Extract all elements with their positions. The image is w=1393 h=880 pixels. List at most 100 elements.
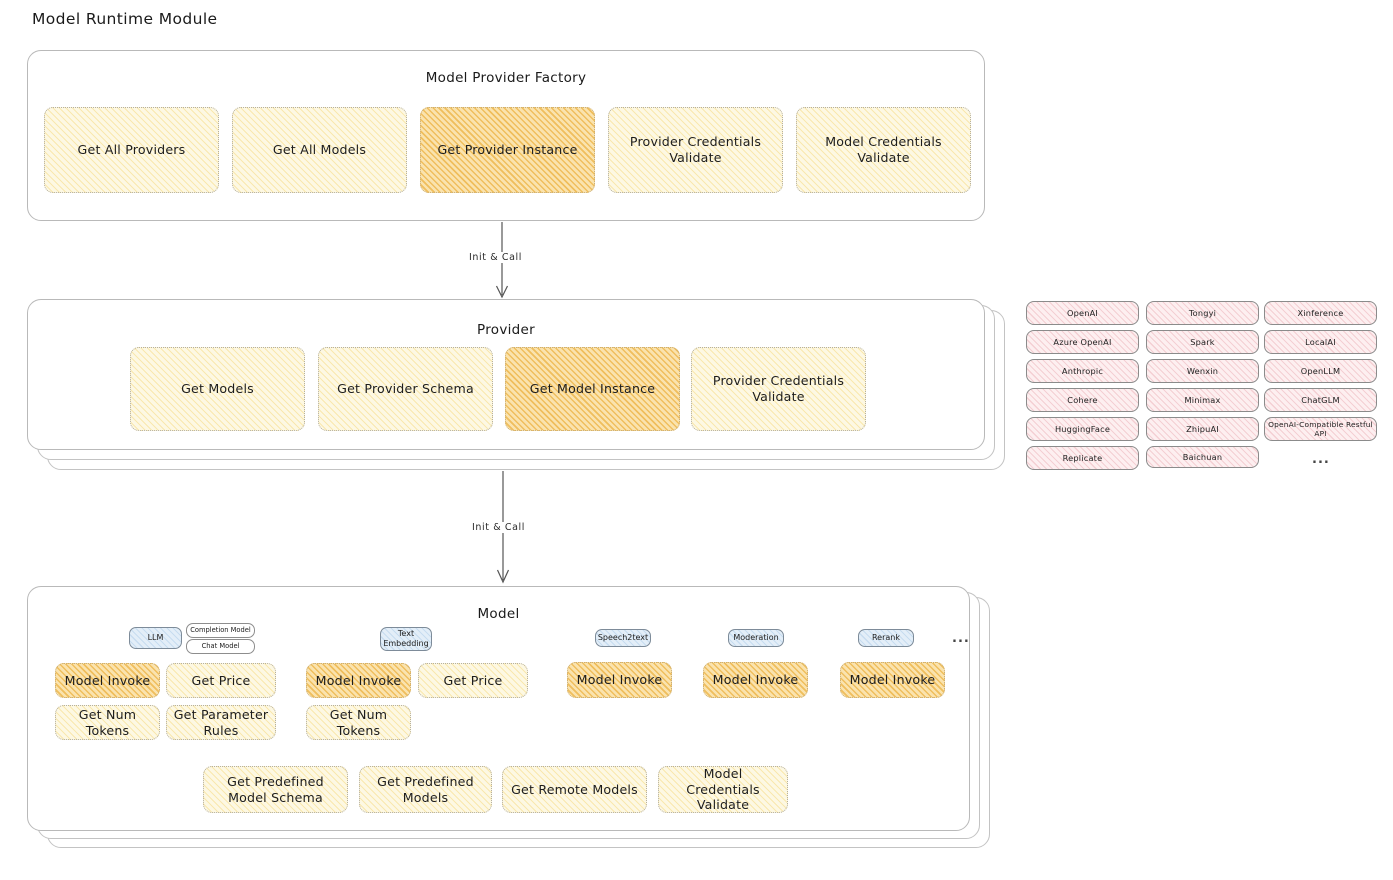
node-llm-model-invoke[interactable]: Model Invoke [55,663,160,698]
provider-pill-baichuan[interactable]: Baichuan [1146,446,1259,468]
provider-pill-zhipuai[interactable]: ZhipuAI [1146,417,1259,441]
node-label: Get All Providers [77,142,186,158]
node-label: Get Price [191,672,251,688]
node-label: Provider Credentials Validate [629,134,762,165]
provider-pill-label: Tongyi [1188,308,1217,318]
node-text-embedding-get-price[interactable]: Get Price [418,663,528,698]
provider-pill-label: Anthropic [1061,366,1104,376]
provider-pill-label: Baichuan [1182,452,1223,462]
provider-pill-label: Minimax [1184,395,1221,405]
node-label: Model Invoke [712,672,799,688]
node-provider-credentials-validate-2[interactable]: Provider Credentials Validate [691,347,866,431]
page-title: Model Runtime Module [32,10,218,28]
arrow-label: Init & Call [466,252,525,263]
provider-pill-xinference[interactable]: Xinference [1264,301,1377,325]
type-badge-label: LLM [147,633,164,643]
provider-pill-openai-compatible-restful-api[interactable]: OpenAI-Compatible Restful API [1264,417,1377,441]
provider-pill-label: ZhipuAI [1186,424,1219,434]
provider-pill-cohere[interactable]: Cohere [1026,388,1139,412]
node-get-predefined-model-schema[interactable]: Get Predefined Model Schema [203,766,348,813]
type-badge-moderation[interactable]: Moderation [728,629,784,647]
type-badge-rerank[interactable]: Rerank [858,629,914,647]
node-get-model-instance[interactable]: Get Model Instance [505,347,680,431]
type-badge-label: Text Embedding [383,629,429,648]
node-label: Get Provider Instance [437,142,578,158]
node-model-credentials-validate[interactable]: Model Credentials Validate [796,107,971,193]
type-badge-label: Rerank [871,633,900,643]
type-badge-label: Speech2text [597,633,649,643]
node-get-provider-instance[interactable]: Get Provider Instance [420,107,595,193]
node-get-provider-schema[interactable]: Get Provider Schema [318,347,493,431]
node-label: Get Remote Models [511,781,638,797]
provider-pill-localai[interactable]: LocalAI [1264,330,1377,354]
type-badge-text-embedding[interactable]: Text Embedding [380,627,432,651]
node-label: Get Provider Schema [337,381,474,397]
node-speech2text-model-invoke[interactable]: Model Invoke [567,662,672,698]
arrow-label: Init & Call [469,522,528,533]
node-llm-get-price[interactable]: Get Price [166,663,276,698]
provider-pill-spark[interactable]: Spark [1146,330,1259,354]
sub-badge-label: Chat Model [201,642,240,651]
node-model-credentials-validate-2[interactable]: Model Credentials Validate [658,766,788,813]
node-get-remote-models[interactable]: Get Remote Models [502,766,647,813]
provider-pill-anthropic[interactable]: Anthropic [1026,359,1139,383]
type-badge-llm[interactable]: LLM [129,627,182,649]
provider-pill-wenxin[interactable]: Wenxin [1146,359,1259,383]
node-label: Get Predefined Model Schema [227,773,324,805]
provider-pill-label: Wenxin [1186,366,1219,376]
provider-pill-replicate[interactable]: Replicate [1026,446,1139,470]
arrow-provider-to-model: Init & Call [469,470,533,586]
node-get-models[interactable]: Get Models [130,347,305,431]
node-get-all-models[interactable]: Get All Models [232,107,407,193]
model-types-more-ellipsis: ... [952,631,970,646]
provider-pill-label: HuggingFace [1054,424,1111,434]
provider-pill-label: OpenAI [1066,308,1099,318]
node-get-all-providers[interactable]: Get All Providers [44,107,219,193]
type-badge-speech2text[interactable]: Speech2text [595,629,651,647]
provider-pill-label: LocalAI [1305,337,1336,347]
node-label: Provider Credentials Validate [712,373,845,404]
provider-pill-label: ChatGLM [1301,395,1340,405]
node-llm-get-num-tokens[interactable]: Get Num Tokens [55,705,160,740]
node-llm-get-parameter-rules[interactable]: Get Parameter Rules [166,705,276,740]
node-label: Model Credentials Validate [686,765,760,813]
node-label: Model Invoke [849,672,936,688]
node-label: Model Invoke [315,672,402,688]
provider-list-more-ellipsis: ... [1312,452,1330,467]
provider-pill-label: Xinference [1297,308,1344,318]
node-label: Get Num Tokens [78,706,137,738]
node-label: Model Invoke [576,672,663,688]
node-text-embedding-model-invoke[interactable]: Model Invoke [306,663,411,698]
node-get-predefined-models[interactable]: Get Predefined Models [359,766,492,813]
arrow-factory-to-provider: Init & Call [466,221,532,301]
node-label: Get Models [181,381,254,397]
provider-pill-openllm[interactable]: OpenLLM [1264,359,1377,383]
provider-pill-tongyi[interactable]: Tongyi [1146,301,1259,325]
node-label: Get Parameter Rules [173,706,269,738]
node-label: Get Price [443,672,503,688]
provider-pill-label: Replicate [1062,453,1103,463]
node-rerank-model-invoke[interactable]: Model Invoke [840,662,945,698]
node-moderation-model-invoke[interactable]: Model Invoke [703,662,808,698]
provider-pill-label: Azure OpenAI [1053,337,1112,347]
node-label: Get Model Instance [529,381,656,397]
type-badge-label: Moderation [733,633,779,643]
provider-title: Provider [477,322,535,338]
provider-pill-openai[interactable]: OpenAI [1026,301,1139,325]
node-label: Get All Models [272,142,367,158]
sub-badge-completion-model[interactable]: Completion Model [186,623,255,638]
node-provider-credentials-validate[interactable]: Provider Credentials Validate [608,107,783,193]
node-label: Get Predefined Models [377,773,474,805]
provider-pill-azure-openai[interactable]: Azure OpenAI [1026,330,1139,354]
sub-badge-chat-model[interactable]: Chat Model [186,639,255,654]
provider-pill-label: Spark [1190,337,1215,347]
node-label: Get Num Tokens [329,706,388,738]
provider-pill-chatglm[interactable]: ChatGLM [1264,388,1377,412]
node-label: Model Invoke [64,672,151,688]
node-text-embedding-get-num-tokens[interactable]: Get Num Tokens [306,705,411,740]
model-provider-factory-title: Model Provider Factory [425,70,587,86]
node-label: Model Credentials Validate [825,134,942,165]
provider-pill-label: OpenAI-Compatible Restful API [1268,420,1373,438]
provider-pill-huggingface[interactable]: HuggingFace [1026,417,1139,441]
provider-pill-minimax[interactable]: Minimax [1146,388,1259,412]
